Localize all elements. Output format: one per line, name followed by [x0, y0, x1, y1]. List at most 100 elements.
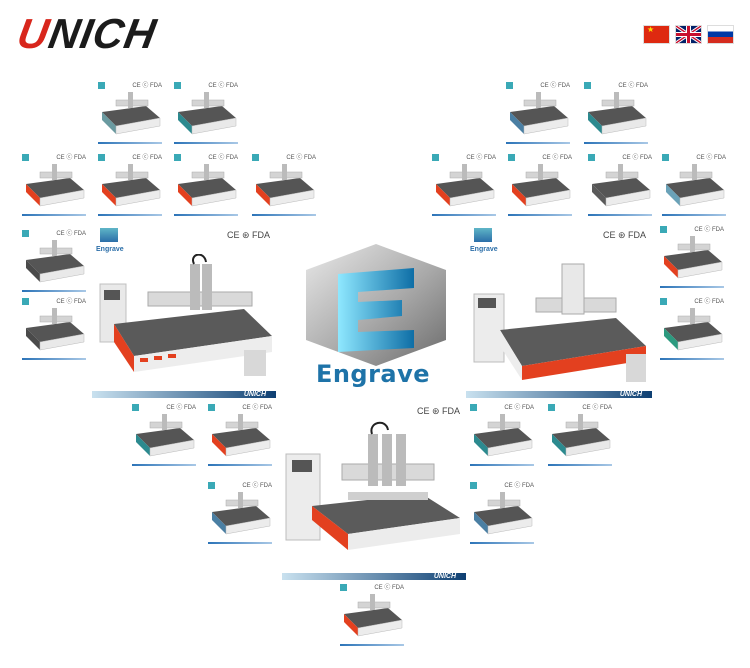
cnc-machine-image	[512, 164, 571, 207]
product-thumbnail[interactable]: CE ⓒ FDA	[170, 152, 242, 218]
product-thumbnail[interactable]: CE ⓒ FDA	[204, 402, 276, 468]
uk-flag-icon[interactable]	[676, 26, 701, 43]
brand-label: Engrave	[470, 246, 498, 253]
product-thumbnail[interactable]: CE ⓒ FDA	[658, 152, 730, 218]
card-footer-bar	[92, 391, 276, 398]
cnc-machine-image	[102, 164, 161, 207]
certification-label: CE ⓒ FDA	[504, 405, 534, 411]
brand-label: Engrave	[96, 246, 124, 253]
certification-label: CE ⓒ FDA	[618, 83, 648, 89]
featured-product-left[interactable]: Engrave CE ⊛ FDA UNICH	[92, 228, 276, 398]
certification-label: CE ⓒ FDA	[694, 299, 724, 305]
brand-mark-icon	[22, 154, 29, 161]
product-thumbnail[interactable]: CE ⓒ FDA	[18, 296, 90, 362]
brand-mark-icon	[174, 154, 181, 161]
product-thumbnail[interactable]: CE ⓒ FDA	[170, 80, 242, 146]
brand-mark-icon	[548, 404, 555, 411]
certification-label: CE ⓒ FDA	[166, 405, 196, 411]
cnc-machine-image	[664, 236, 723, 279]
card-underline	[22, 214, 86, 216]
card-underline	[22, 358, 86, 360]
engrave-badge-icon	[474, 228, 492, 242]
product-thumbnail[interactable]: CE ⓒ FDA	[544, 402, 616, 468]
certification-label: CE ⓒ FDA	[208, 155, 238, 161]
product-thumbnail[interactable]: CE ⓒ FDA	[128, 402, 200, 468]
card-underline	[584, 142, 648, 144]
certification-label: CE ⓒ FDA	[540, 83, 570, 89]
certification-label: CE ⓒ FDA	[696, 155, 726, 161]
router-machine-image	[473, 263, 646, 382]
product-thumbnail[interactable]: CE ⓒ FDA	[502, 80, 574, 146]
brand-mark-icon	[660, 226, 667, 233]
unich-logo[interactable]: UNICH	[14, 10, 202, 57]
cnc-machine-image	[178, 92, 237, 135]
brand-mark-icon	[208, 482, 215, 489]
brand-mark-icon	[174, 82, 181, 89]
certification-label: CE ⓒ FDA	[56, 299, 86, 305]
featured-product-bottom[interactable]: CE ⊛ FDA UNICH	[282, 404, 466, 580]
card-underline	[660, 286, 724, 288]
certification-label: CE ⓒ FDA	[374, 585, 404, 591]
product-thumbnail[interactable]: CE ⓒ FDA	[18, 228, 90, 294]
rotary-router-image	[285, 421, 460, 550]
cnc-machine-image	[588, 92, 647, 135]
cnc-machine-image	[102, 92, 161, 135]
product-thumbnail[interactable]: CE ⓒ FDA	[504, 152, 576, 218]
product-thumbnail[interactable]: CE ⓒ FDA	[466, 402, 538, 468]
brand-mark-icon	[132, 404, 139, 411]
certification-label: CE ⓒ FDA	[242, 483, 272, 489]
cnc-machine-image	[552, 414, 611, 457]
brand-mark-icon	[208, 404, 215, 411]
certification-label: CE ⓒ FDA	[56, 155, 86, 161]
brand-mark-icon	[506, 82, 513, 89]
product-thumbnail[interactable]: CE ⓒ FDA	[336, 582, 408, 648]
card-underline	[132, 464, 196, 466]
cnc-machine-image	[664, 308, 723, 351]
card-underline	[252, 214, 316, 216]
engrave-badge-icon	[100, 228, 118, 242]
product-thumbnail[interactable]: CE ⓒ FDA	[580, 80, 652, 146]
footer-brand: UNICH	[619, 391, 642, 398]
featured-product-right[interactable]: Engrave CE ⊛ FDA UNICH	[466, 228, 652, 398]
certification-label: CE ⓒ FDA	[466, 155, 496, 161]
certification-label: CE ⓒ FDA	[132, 83, 162, 89]
card-underline	[432, 214, 496, 216]
card-footer-bar	[282, 573, 466, 580]
product-thumbnail[interactable]: CE ⓒ FDA	[94, 152, 166, 218]
cnc-machine-image	[26, 240, 85, 283]
cnc-machine-image	[136, 414, 195, 457]
cnc-machine-image	[256, 164, 315, 207]
cnc-machine-image	[212, 492, 271, 535]
product-thumbnail[interactable]: CE ⓒ FDA	[656, 296, 728, 362]
product-thumbnail[interactable]: CE ⓒ FDA	[248, 152, 320, 218]
brand-mark-icon	[432, 154, 439, 161]
product-thumbnail[interactable]: CE ⓒ FDA	[466, 480, 538, 546]
brand-mark-icon	[662, 154, 669, 161]
product-thumbnail[interactable]: CE ⓒ FDA	[656, 224, 728, 290]
cnc-machine-image	[474, 414, 533, 457]
cnc-machine-image	[474, 492, 533, 535]
certification-label: CE ⓒ FDA	[504, 483, 534, 489]
card-underline	[588, 214, 652, 216]
certification-label: CE ⓒ FDA	[542, 155, 572, 161]
router-machine-image	[99, 254, 272, 376]
product-thumbnail[interactable]: CE ⓒ FDA	[204, 480, 276, 546]
brand-mark-icon	[98, 154, 105, 161]
certification-label: CE ⓒ FDA	[132, 155, 162, 161]
certification-label: CE ⊛ FDA	[416, 406, 460, 416]
brand-mark-icon	[660, 298, 667, 305]
product-thumbnail[interactable]: CE ⓒ FDA	[584, 152, 656, 218]
product-thumbnail[interactable]: CE ⓒ FDA	[94, 80, 166, 146]
language-switcher	[644, 26, 733, 43]
certification-label: CE ⓒ FDA	[286, 155, 316, 161]
russian-flag-icon[interactable]	[708, 26, 733, 43]
card-footer-bar	[466, 391, 652, 398]
product-thumbnail[interactable]: CE ⓒ FDA	[428, 152, 500, 218]
product-thumbnail[interactable]: CE ⓒ FDA	[18, 152, 90, 218]
chinese-flag-icon[interactable]	[644, 26, 669, 43]
card-underline	[548, 464, 612, 466]
brand-mark-icon	[584, 82, 591, 89]
certification-label: CE ⓒ FDA	[56, 231, 86, 237]
cnc-machine-image	[592, 164, 651, 207]
footer-brand: UNICH	[433, 573, 456, 580]
